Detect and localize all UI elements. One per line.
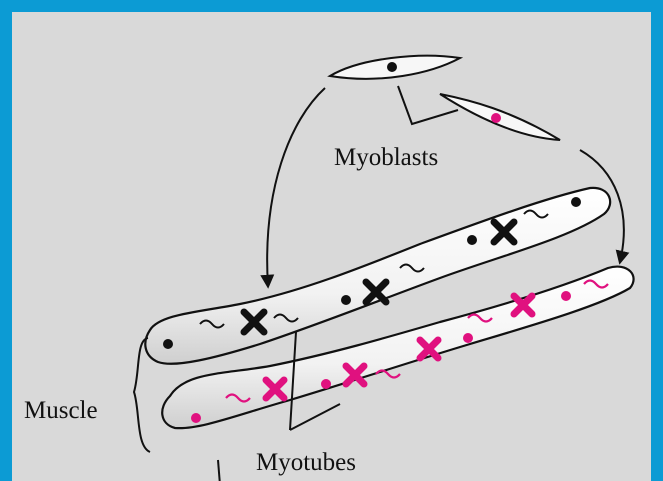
label-muscle: Muscle <box>24 397 98 424</box>
myoblasts-pointer <box>398 86 458 124</box>
label-myotubes: Myotubes <box>256 449 356 476</box>
fusion-arrow-left <box>267 88 325 286</box>
myoblast-right-nucleus <box>491 113 501 123</box>
label-myoblasts: Myoblasts <box>334 144 438 171</box>
myotube-upper <box>145 188 610 364</box>
lower-brace-tick <box>218 460 220 481</box>
myoblast-top-nucleus <box>387 62 397 72</box>
